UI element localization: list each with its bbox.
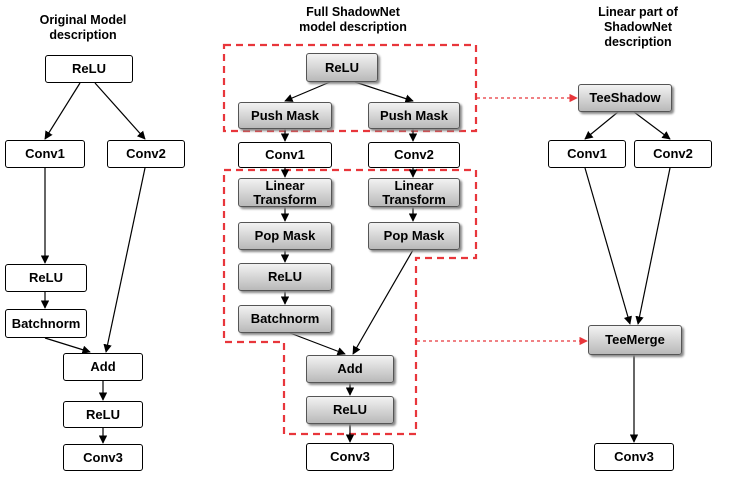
edge-orig-conv2-add xyxy=(103,167,146,353)
edge-lin-conv2-merge xyxy=(635,167,671,325)
dashed-region-top xyxy=(222,43,478,133)
full-push-mask-left-node: Push Mask xyxy=(238,102,332,129)
orig-relu-bottom-node: ReLU xyxy=(63,401,143,428)
full-pop-mask-left-node: Pop Mask xyxy=(238,222,332,250)
full-push-mask-right-node: Push Mask xyxy=(368,102,460,129)
heading-original-model: Original Model description xyxy=(39,13,127,42)
orig-add-node: Add xyxy=(63,353,143,381)
edge-lin-tee-conv2 xyxy=(633,111,671,140)
full-linear-transform-left-node: Linear Transform xyxy=(238,178,332,207)
lin-teeshadow-node: TeeShadow xyxy=(578,84,672,112)
heading-full-shadownet: Full ShadowNet model description xyxy=(299,5,407,34)
full-batchnorm-node: Batchnorm xyxy=(238,305,332,333)
edge-full-bn-add xyxy=(289,332,346,356)
lin-conv1-node: Conv1 xyxy=(548,140,626,168)
orig-relu-mid-node: ReLU xyxy=(5,264,87,292)
heading-linear-part: Linear part of ShadowNet description xyxy=(598,5,678,49)
lin-conv3-node: Conv3 xyxy=(594,443,674,471)
edge-lin-tee-conv1 xyxy=(584,111,619,140)
edge-full-pop-add xyxy=(352,249,414,355)
orig-batchnorm-node: Batchnorm xyxy=(5,309,87,338)
lin-teemerge-node: TeeMerge xyxy=(588,325,682,355)
edge-orig-bn-add xyxy=(44,337,91,354)
full-conv3-node: Conv3 xyxy=(306,443,394,471)
full-conv1-node: Conv1 xyxy=(238,142,332,168)
orig-conv3-node: Conv3 xyxy=(63,444,143,471)
full-pop-mask-right-node: Pop Mask xyxy=(368,222,460,250)
orig-relu-top-node: ReLU xyxy=(45,55,133,83)
edge-orig-relu-conv1 xyxy=(44,82,81,140)
orig-conv1-node: Conv1 xyxy=(5,140,85,168)
edge-full-relu-push-right xyxy=(354,81,414,103)
full-conv2-node: Conv2 xyxy=(368,142,460,168)
full-relu-mid-node: ReLU xyxy=(238,263,332,291)
edge-lin-conv1-merge xyxy=(584,167,632,325)
lin-conv2-node: Conv2 xyxy=(634,140,712,168)
dashed-region-bottom xyxy=(222,168,478,436)
orig-conv2-node: Conv2 xyxy=(107,140,185,168)
full-relu-bottom-node: ReLU xyxy=(306,396,394,424)
full-linear-transform-right-node: Linear Transform xyxy=(368,178,460,207)
full-add-node: Add xyxy=(306,355,394,383)
edge-full-relu-push-left xyxy=(284,81,331,102)
full-relu-top-node: ReLU xyxy=(306,53,378,82)
edge-orig-relu-conv2 xyxy=(94,82,146,140)
